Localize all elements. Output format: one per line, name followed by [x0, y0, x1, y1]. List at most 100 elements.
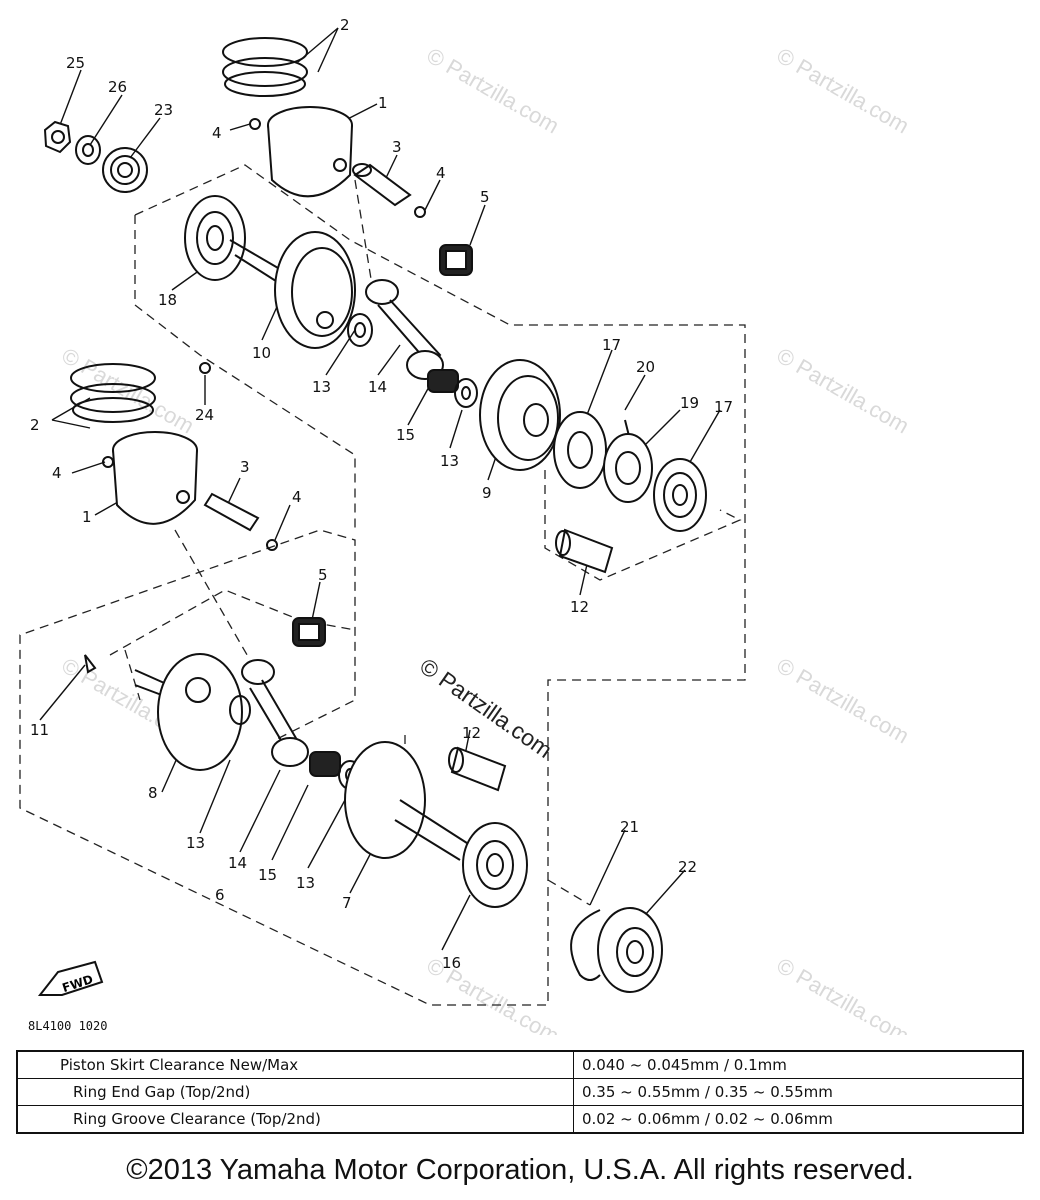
piston-upper: [267, 106, 353, 198]
clip-4a: [249, 118, 261, 130]
callout-c24: 24: [195, 406, 214, 424]
callout-c4a: 4: [212, 124, 222, 142]
nut-25: [43, 120, 72, 154]
needle-bearing-15a: [427, 369, 459, 393]
callout-c3b: 3: [240, 458, 250, 476]
crank-shaft-box: [544, 470, 742, 581]
crank-pin-12a: [555, 528, 614, 574]
clip-4b: [414, 206, 426, 218]
callout-c4b: 4: [436, 164, 446, 182]
crank-wheel-9: [479, 359, 561, 471]
rod-guide-line: [354, 179, 373, 286]
table-row: Ring Groove Clearance (Top/2nd) 0.02 ~ 0…: [16, 1105, 1024, 1134]
key-11: [84, 654, 97, 674]
callout-c19: 19: [680, 394, 699, 412]
callout-c17b: 17: [714, 398, 733, 416]
upper-assembly-box: [134, 215, 356, 530]
callout-c13b: 13: [440, 452, 459, 470]
callout-c15a: 15: [396, 426, 415, 444]
spec-value: 0.02 ~ 0.06mm / 0.02 ~ 0.06mm: [573, 1105, 1024, 1134]
bearing-23: [102, 147, 148, 193]
callout-c13a: 13: [312, 378, 331, 396]
table-row: Ring End Gap (Top/2nd) 0.35 ~ 0.55mm / 0…: [16, 1078, 1024, 1106]
callout-c1a: 1: [378, 94, 388, 112]
piston-pin-upper: [352, 163, 412, 207]
watermark-1: © Partzilla.com: [423, 43, 564, 139]
circlip-21: [570, 909, 601, 981]
needle-bearing-lower: [292, 617, 326, 647]
watermark-5: © Partzilla.com: [773, 653, 914, 749]
bearing-18: [184, 195, 246, 281]
key-24: [199, 362, 211, 374]
spec-label: Ring End Gap (Top/2nd): [16, 1078, 574, 1106]
callout-c13d: 13: [296, 874, 315, 892]
collar-19: [603, 433, 653, 503]
con-rod-upper: [365, 279, 444, 380]
parts-diagram: © Partzilla.com © Partzilla.com © Partzi…: [19, 16, 914, 1035]
spec-label: Ring Groove Clearance (Top/2nd): [16, 1105, 574, 1134]
fwd-arrow-icon: FWD: [37, 960, 104, 996]
callout-c5b: 5: [318, 566, 328, 584]
callout-c11: 11: [30, 721, 49, 739]
callout-c3a: 3: [392, 138, 402, 156]
callout-c12b: 12: [462, 724, 481, 742]
crank-wheel-8: [134, 653, 251, 771]
callout-c4c: 4: [52, 464, 62, 482]
seal-guide-line: [547, 879, 591, 906]
callout-c22: 22: [678, 858, 697, 876]
callout-c21: 21: [620, 818, 639, 836]
callout-c17a: 17: [602, 336, 621, 354]
watermark-3: © Partzilla.com: [773, 343, 914, 439]
piston-lower: [112, 431, 198, 525]
callout-c23: 23: [154, 101, 173, 119]
drawing-code: 8L4100 1020: [28, 1019, 107, 1033]
key-guide-line: [124, 649, 141, 701]
callout-c4d: 4: [292, 488, 302, 506]
clip-4c: [102, 456, 114, 468]
upper-crank-outline: [19, 164, 746, 1006]
callout-c15b: 15: [258, 866, 277, 884]
needle-bearing-15b: [309, 751, 341, 777]
callout-c1b: 1: [82, 508, 92, 526]
clip-4d: [266, 539, 278, 551]
callout-c2a: 2: [340, 16, 350, 34]
callout-c25: 25: [66, 54, 85, 72]
callout-numbers: 2 1 4 3 4 5 25 26 23 18 10 24 13 14 15 1…: [30, 16, 733, 972]
lower-crank-box: [109, 589, 356, 656]
crank-wheel-7: [344, 741, 471, 861]
copyright-notice: ©2013 Yamaha Motor Corporation, U.S.A. A…: [126, 1154, 914, 1186]
callout-c5a: 5: [480, 188, 490, 206]
watermark-center: © Partzilla.com: [415, 653, 557, 763]
piston-rings-lower: [70, 363, 156, 423]
con-rod-lower: [241, 659, 309, 767]
oil-seal-22: [597, 907, 663, 993]
table-row: Piston Skirt Clearance New/Max 0.040 ~ 0…: [16, 1050, 1024, 1079]
bearing-17a: [553, 411, 607, 489]
callout-c13c: 13: [186, 834, 205, 852]
spec-value: 0.040 ~ 0.045mm / 0.1mm: [573, 1050, 1024, 1079]
callout-c10: 10: [252, 344, 271, 362]
callout-c18: 18: [158, 291, 177, 309]
callout-c9: 9: [482, 484, 492, 502]
callout-c6: 6: [215, 886, 225, 904]
callout-c2b: 2: [30, 416, 40, 434]
washer-13b: [454, 378, 478, 408]
callout-c7: 7: [342, 894, 352, 912]
spec-value: 0.35 ~ 0.55mm / 0.35 ~ 0.55mm: [573, 1078, 1024, 1106]
callout-c20: 20: [636, 358, 655, 376]
watermark-2: © Partzilla.com: [773, 43, 914, 139]
spec-table: Piston Skirt Clearance New/Max 0.040 ~ 0…: [16, 1050, 1024, 1134]
callout-c26: 26: [108, 78, 127, 96]
callout-c14b: 14: [228, 854, 247, 872]
bearing-16: [462, 822, 528, 908]
piston-rings-upper: [222, 37, 308, 97]
crank-wheel-10: [229, 231, 356, 349]
crank-pin-12b: [448, 746, 507, 792]
callout-c8: 8: [148, 784, 158, 802]
watermark-7: © Partzilla.com: [773, 953, 914, 1035]
washer-26: [75, 135, 101, 165]
washer-13a: [347, 313, 373, 347]
callout-c14a: 14: [368, 378, 387, 396]
piston-pin-lower: [203, 492, 260, 532]
needle-bearing-upper: [439, 244, 473, 276]
